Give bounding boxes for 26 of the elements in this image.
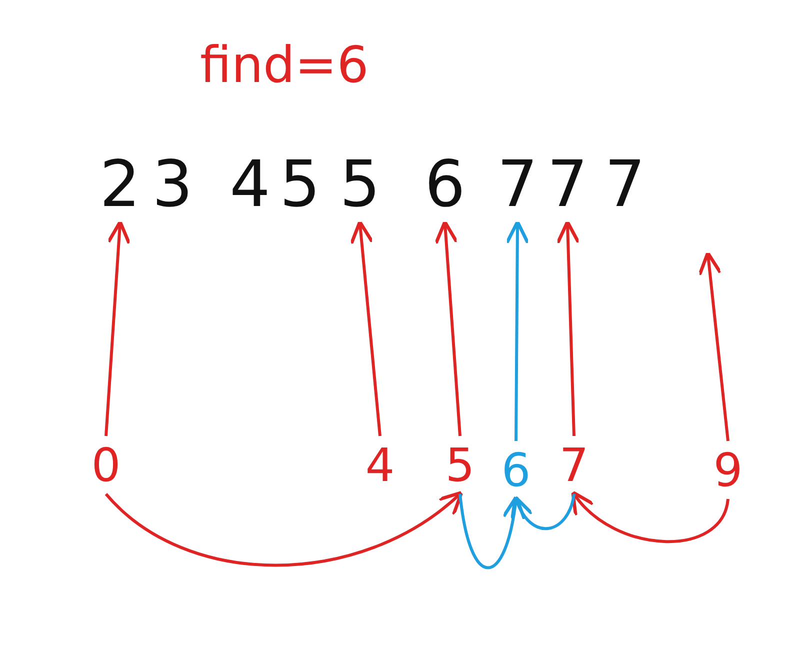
arrow: [698, 251, 730, 442]
arrow: [458, 494, 526, 570]
array-value: 5: [335, 150, 385, 220]
arrow: [505, 220, 530, 441]
array-value: 2: [95, 150, 145, 220]
arrow: [556, 220, 580, 436]
index-label: 7: [557, 440, 591, 490]
array-value: 5: [275, 150, 325, 220]
arrow: [104, 490, 464, 567]
index-label: 9: [710, 445, 746, 495]
array-value: 4: [225, 150, 275, 220]
array-value: 3: [150, 150, 195, 220]
title: find=6: [200, 40, 369, 90]
index-label: 4: [362, 440, 398, 490]
array-value: 7: [495, 150, 540, 220]
arrow: [571, 490, 730, 543]
array-value: 6: [420, 150, 470, 220]
index-label: 5: [443, 440, 477, 490]
arrow: [512, 494, 576, 530]
arrow: [104, 220, 131, 436]
index-label: 6: [499, 445, 533, 495]
arrow: [350, 220, 382, 436]
array-value: 7: [545, 150, 590, 220]
index-label: 0: [88, 440, 124, 490]
arrow: [434, 220, 462, 436]
array-value: 7: [600, 150, 650, 220]
